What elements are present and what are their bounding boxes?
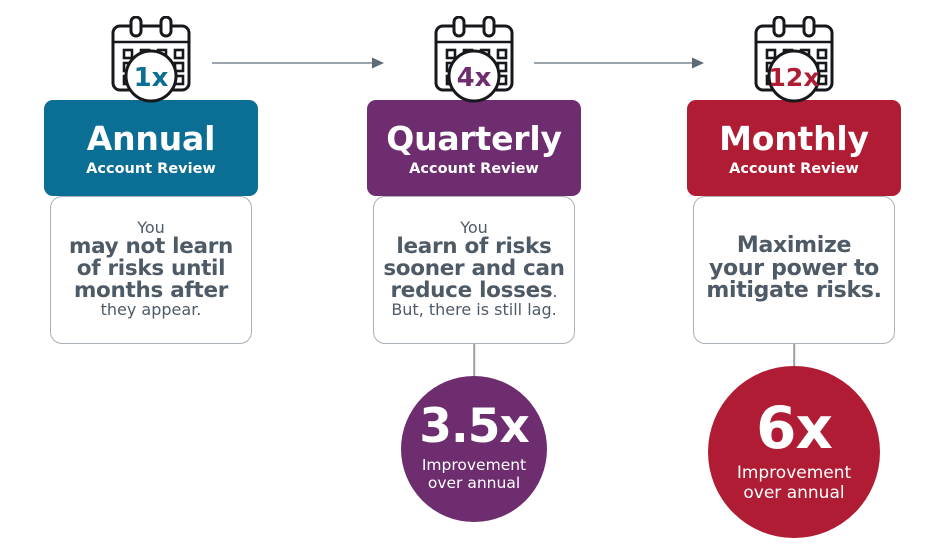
body-emphasis-line-2: of risks until — [76, 256, 226, 282]
column-quarterly: 4x Quarterly Account Review You learn of… — [367, 0, 581, 550]
calendar-badge-label: 4x — [457, 63, 492, 93]
improvement-value: 3.5x — [419, 399, 530, 455]
calendar-icon: 12x — [742, 16, 846, 108]
improvement-caption-line-2: over annual — [743, 482, 845, 503]
improvement-caption: Improvement over annual — [421, 455, 527, 493]
calendar-icon: 1x — [99, 16, 203, 108]
body-emphasis-line-3: mitigate risks. — [706, 278, 882, 304]
improvement-caption-line-1: Improvement — [736, 462, 852, 483]
improvement-caption-line-2: over annual — [427, 473, 521, 492]
body-card-annual: You may not learn of risks until months … — [50, 196, 252, 344]
connector-line-monthly — [793, 344, 795, 376]
header-bar-annual: Annual Account Review — [44, 100, 258, 196]
body-tail: they appear. — [100, 299, 202, 319]
column-annual: 1x Annual Account Review You may not lea… — [44, 0, 258, 550]
header-bar-monthly: Monthly Account Review — [687, 100, 901, 196]
connector-line-quarterly — [473, 344, 475, 386]
improvement-circle-monthly: 6x Improvement over annual — [708, 366, 880, 538]
body-emphasis-line-3: months after — [73, 277, 229, 303]
body-emphasis-period: . — [552, 281, 558, 301]
body-emphasis-line-1: learn of risks — [396, 234, 552, 260]
header-title: Quarterly — [386, 118, 562, 158]
header-title: Annual — [86, 118, 216, 158]
body-lead: You — [460, 217, 488, 237]
improvement-caption-line-1: Improvement — [421, 455, 527, 474]
body-emphasis-text: reduce losses — [390, 277, 553, 303]
arrow-quarterly-to-monthly — [534, 55, 704, 71]
calendar-icon: 4x — [422, 16, 526, 108]
arrow-annual-to-quarterly — [212, 55, 384, 71]
calendar-badge-label: 12x — [769, 63, 820, 92]
header-bar-quarterly: Quarterly Account Review — [367, 100, 581, 196]
body-tail: But, there is still lag. — [391, 299, 557, 319]
header-subtitle: Account Review — [729, 160, 859, 177]
improvement-caption: Improvement over annual — [736, 462, 852, 503]
body-emphasis-line-2: sooner and can — [383, 256, 565, 282]
column-monthly: 12x Monthly Account Review Maximize your… — [687, 0, 901, 550]
improvement-circle-quarterly: 3.5x Improvement over annual — [401, 376, 547, 522]
body-emphasis-line-3: reduce losses. — [376, 277, 572, 303]
header-subtitle: Account Review — [409, 160, 539, 177]
body-lead: You — [137, 217, 165, 237]
body-emphasis-line-2: your power to — [709, 255, 879, 281]
improvement-value: 6x — [756, 393, 833, 462]
header-title: Monthly — [719, 118, 869, 158]
body-card-monthly: Maximize your power to mitigate risks. — [693, 196, 895, 344]
body-emphasis-line-1: Maximize — [736, 233, 852, 259]
body-card-quarterly: You learn of risks sooner and can reduce… — [373, 196, 575, 344]
body-emphasis-line-1: may not learn — [68, 234, 234, 260]
header-subtitle: Account Review — [86, 160, 216, 177]
calendar-badge-label: 1x — [134, 63, 169, 93]
